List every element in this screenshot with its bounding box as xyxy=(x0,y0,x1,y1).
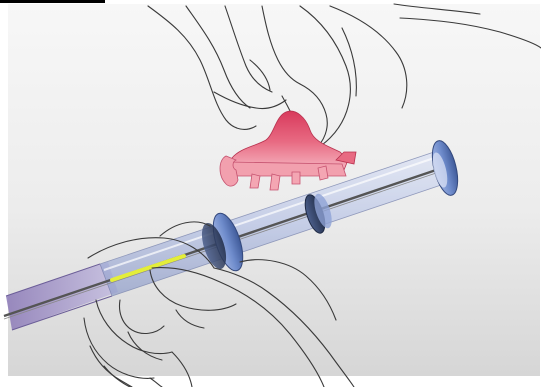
header-bar xyxy=(0,0,105,3)
